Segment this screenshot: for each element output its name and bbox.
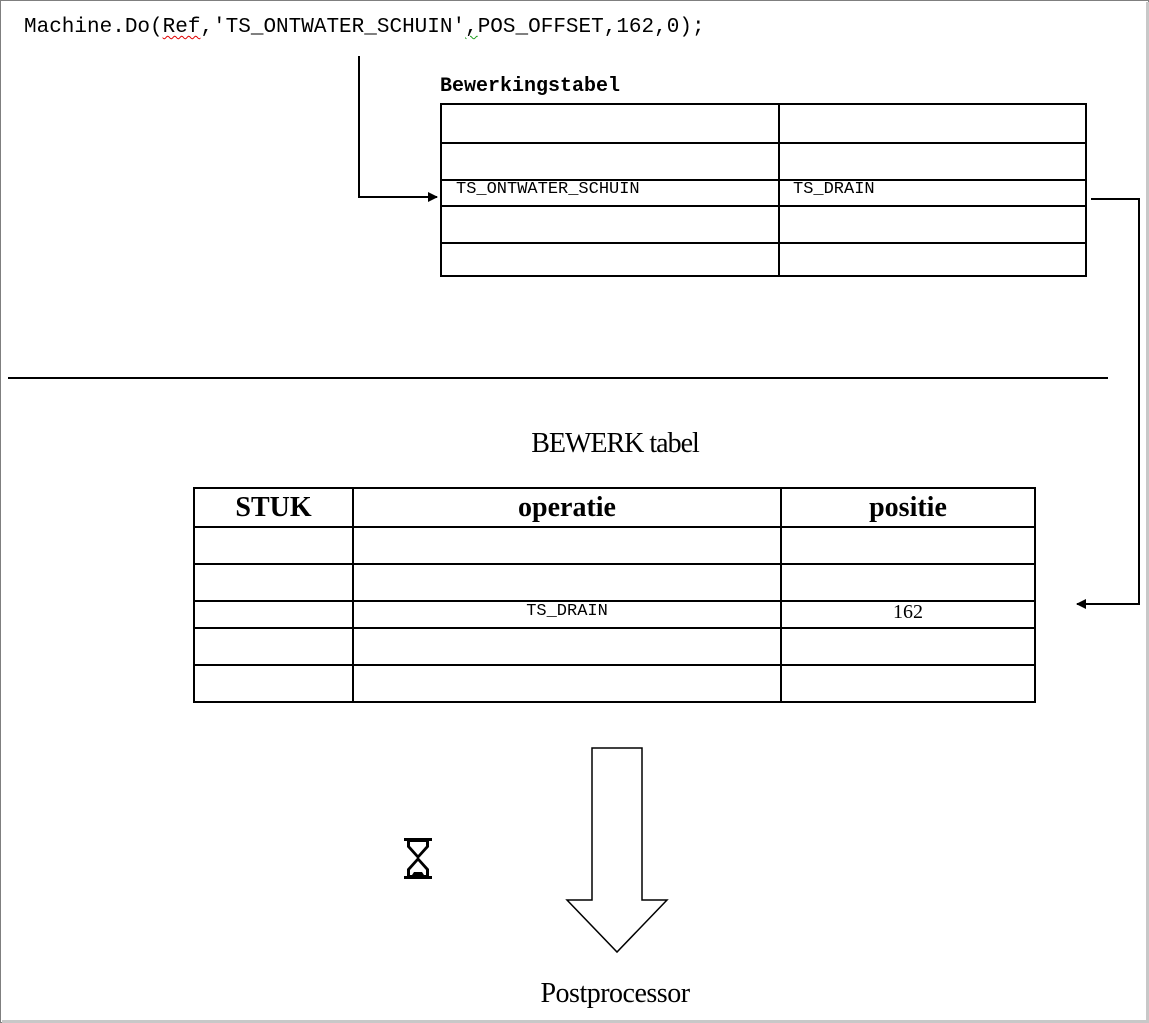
table-column-divider — [780, 489, 782, 701]
table-row-divider — [195, 664, 1034, 666]
code-prefix: Machine.Do( — [24, 16, 163, 39]
table-row-divider — [442, 142, 1085, 144]
bewerk-tabel-title: BEWERK tabel — [531, 428, 700, 459]
table-row-divider — [195, 627, 1034, 629]
down-arrow-to-postprocessor — [565, 747, 669, 954]
bewerkingstabel-table — [440, 103, 1087, 277]
code-suffix: POS_OFFSET,162,0); — [477, 16, 705, 39]
bewerkingstabel-cell-value: TS_DRAIN — [793, 180, 875, 199]
bewerk-cell-operatie: TS_DRAIN — [526, 602, 608, 621]
table-column-divider — [778, 105, 780, 275]
bewerk-cell-positie: 162 — [893, 601, 923, 623]
hourglass-icon — [404, 838, 432, 879]
code-comma-grammarcheck: , — [465, 16, 478, 39]
bewerkingstabel-cell-key: TS_ONTWATER_SCHUIN — [456, 180, 640, 199]
arrow-code-to-bewerkingstabel — [358, 56, 438, 202]
table-row-divider — [195, 526, 1034, 528]
section-divider — [8, 377, 1108, 379]
bewerkingstabel-title: Bewerkingstabel — [440, 75, 621, 98]
table-row-divider — [442, 242, 1085, 244]
column-header-stuk: STUK — [235, 492, 312, 523]
table-row-divider — [442, 205, 1085, 207]
postprocessor-label: Postprocessor — [540, 978, 690, 1009]
code-ref-spellcheck: Ref — [162, 16, 201, 39]
frame-shadow-bottom — [2, 1020, 1149, 1023]
table-row-divider — [442, 179, 1085, 181]
bewerk-tabel-table — [193, 487, 1036, 703]
code-middle: ,'TS_ONTWATER_SCHUIN' — [200, 16, 466, 39]
frame-shadow-right — [1146, 2, 1149, 1023]
column-header-positie: positie — [869, 492, 947, 523]
table-row-divider — [195, 563, 1034, 565]
table-row-divider — [195, 600, 1034, 602]
code-statement: Machine.Do(Ref,'TS_ONTWATER_SCHUIN',POS_… — [24, 14, 705, 42]
arrow-bewerkingstabel-to-bewerk-tabel — [1076, 198, 1140, 609]
column-header-operatie: operatie — [518, 492, 616, 523]
table-column-divider — [352, 489, 354, 701]
